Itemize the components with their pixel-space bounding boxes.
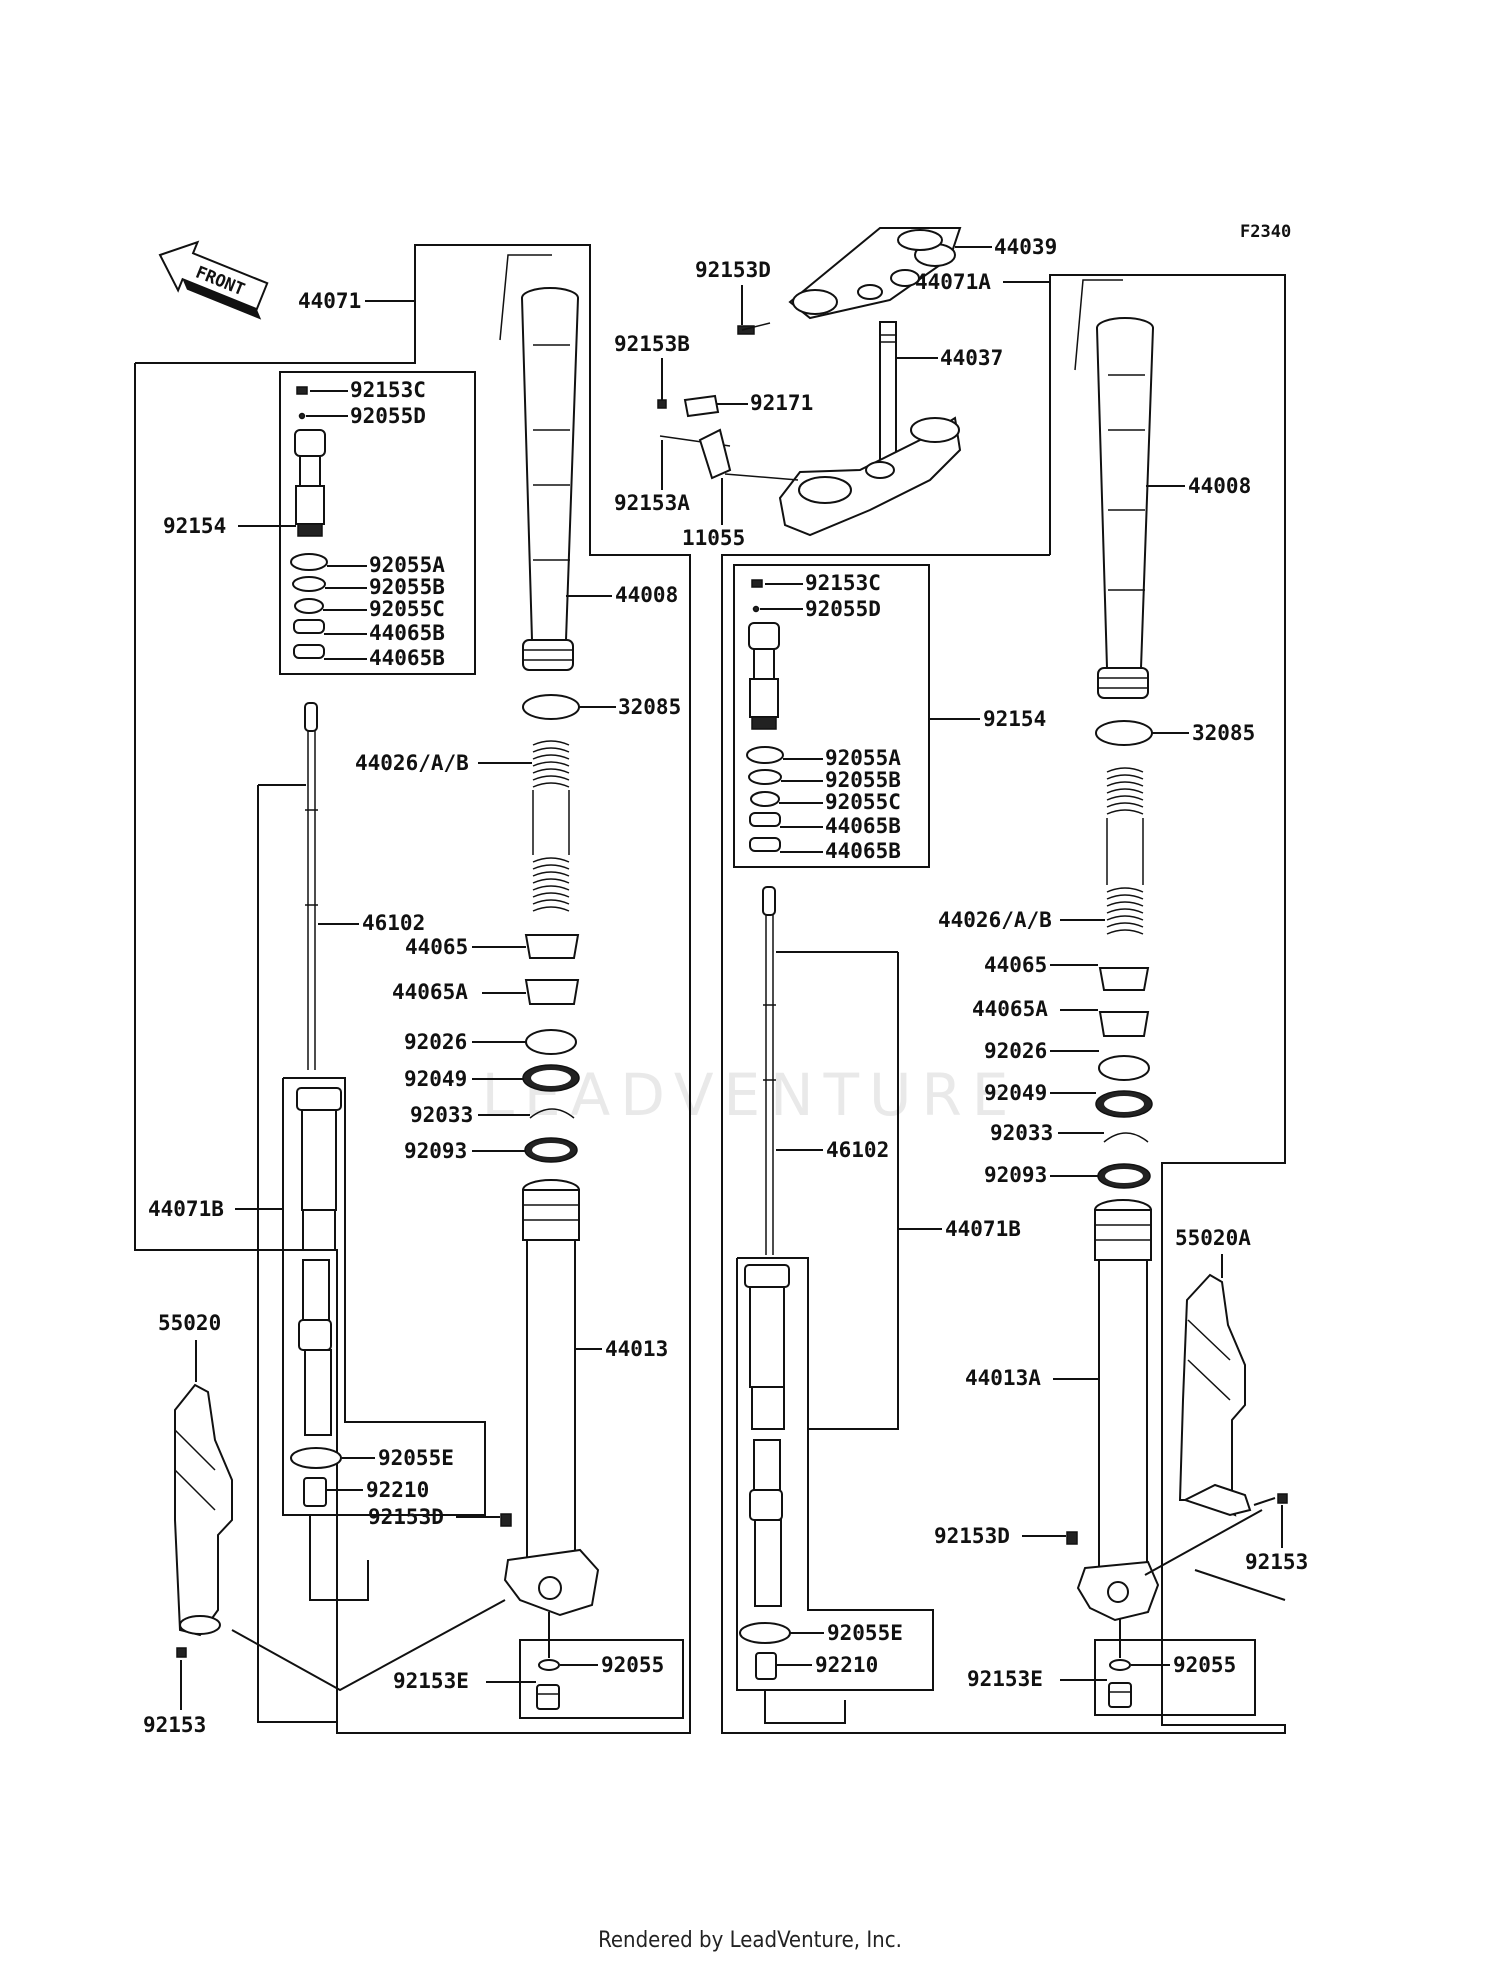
left-damper-kit-box: [279, 371, 476, 675]
label-r44065: 44065: [984, 953, 1047, 977]
label-l92055E: 92055E: [378, 1446, 454, 1470]
figure-code: F2340: [1240, 222, 1291, 242]
right-fork-spring: [1106, 767, 1144, 935]
left-small-parts: [522, 934, 580, 1163]
left-fork-spring: [532, 740, 570, 912]
label-92153D-top: 92153D: [695, 258, 771, 282]
label-l92055B: 92055B: [369, 575, 445, 599]
label-44071: 44071: [298, 289, 361, 313]
label-l92033: 92033: [410, 1103, 473, 1127]
label-l92154: 92154: [163, 514, 226, 538]
label-r32085: 32085: [1192, 721, 1255, 745]
label-r92153E: 92153E: [967, 1667, 1043, 1691]
left-axle-parts-box: [519, 1639, 684, 1719]
label-l44065B-2: 44065B: [369, 646, 445, 670]
left-damper-kit-parts: [290, 386, 328, 659]
label-r92153C: 92153C: [805, 571, 881, 595]
label-r92049: 92049: [984, 1081, 1047, 1105]
label-r92055: 92055: [1173, 1653, 1236, 1677]
label-l55020: 55020: [158, 1311, 221, 1335]
label-44071A: 44071A: [915, 270, 991, 294]
label-92171: 92171: [750, 391, 813, 415]
right-cartridge-parts: [739, 1264, 791, 1680]
label-l44071B: 44071B: [148, 1197, 224, 1221]
label-92153B: 92153B: [614, 332, 690, 356]
left-inner-tube: [500, 1179, 600, 1617]
label-l92153E: 92153E: [393, 1669, 469, 1693]
right-small-parts: [1095, 967, 1153, 1189]
label-l92153D: 92153D: [368, 1505, 444, 1529]
label-r44008: 44008: [1188, 474, 1251, 498]
front-arrow-icon: FRONT: [158, 240, 269, 320]
right-damper-kit-box: [733, 564, 930, 868]
label-r44071B: 44071B: [945, 1217, 1021, 1241]
label-r92055C: 92055C: [825, 790, 901, 814]
label-r92154: 92154: [983, 707, 1046, 731]
label-r92093: 92093: [984, 1163, 1047, 1187]
left-cartridge-box: [282, 1077, 486, 1516]
left-fork-guard: [174, 1383, 233, 1658]
label-r44026: 44026/A/B: [938, 908, 1052, 932]
label-l92093: 92093: [404, 1139, 467, 1163]
label-r44065B-1: 44065B: [825, 814, 901, 838]
label-l44065B-1: 44065B: [369, 621, 445, 645]
label-l44008: 44008: [615, 583, 678, 607]
right-inner-tube: [1066, 1199, 1160, 1622]
label-r92055E: 92055E: [827, 1621, 903, 1645]
label-r44065A: 44065A: [972, 997, 1048, 1021]
label-r92055A: 92055A: [825, 746, 901, 770]
label-l92055C: 92055C: [369, 597, 445, 621]
label-r46102: 46102: [826, 1138, 889, 1162]
label-11055: 11055: [682, 526, 745, 550]
left-assembly-outline: [135, 244, 691, 1734]
left-cartridge-parts: [290, 1087, 342, 1507]
label-r44013A: 44013A: [965, 1366, 1041, 1390]
right-outer-tube: [1074, 279, 1154, 699]
label-r92055B: 92055B: [825, 768, 901, 792]
right-damper-kit-parts: [746, 579, 784, 852]
label-l92153C: 92153C: [350, 378, 426, 402]
footer-credit: Rendered by LeadVenture, Inc.: [598, 1928, 902, 1953]
left-axle-parts: [536, 1659, 560, 1710]
label-l44065A: 44065A: [392, 980, 468, 1004]
label-l32085: 32085: [618, 695, 681, 719]
label-44037: 44037: [940, 346, 1003, 370]
right-fork-guard: [1178, 1273, 1288, 1517]
right-damper-rod: [762, 886, 776, 1255]
right-cartridge-box: [736, 1257, 934, 1691]
label-r92026: 92026: [984, 1039, 1047, 1063]
right-assembly-outline: [721, 274, 1286, 1734]
label-l44065: 44065: [405, 935, 468, 959]
steering-stem-area: [657, 227, 962, 537]
left-outer-tube: [499, 254, 579, 671]
right-o-ring-32085: [1095, 720, 1153, 746]
label-l92055: 92055: [601, 1653, 664, 1677]
right-axle-parts-box: [1094, 1639, 1256, 1716]
label-l92055A: 92055A: [369, 553, 445, 577]
label-r55020A: 55020A: [1175, 1226, 1251, 1250]
label-l92026: 92026: [404, 1030, 467, 1054]
label-44039: 44039: [994, 235, 1057, 259]
label-r92153D: 92153D: [934, 1524, 1010, 1548]
label-l46102: 46102: [362, 911, 425, 935]
left-o-ring-32085: [522, 694, 580, 720]
label-l92055D: 92055D: [350, 404, 426, 428]
label-92153A: 92153A: [614, 491, 690, 515]
label-r92055D: 92055D: [805, 597, 881, 621]
label-l92049: 92049: [404, 1067, 467, 1091]
left-damper-rod: [304, 702, 318, 1070]
label-r92033: 92033: [990, 1121, 1053, 1145]
label-r92153: 92153: [1245, 1550, 1308, 1574]
label-l92210: 92210: [366, 1478, 429, 1502]
label-l92153: 92153: [143, 1713, 206, 1737]
label-l44013: 44013: [605, 1337, 668, 1361]
label-l44026: 44026/A/B: [355, 751, 469, 775]
right-axle-parts: [1108, 1659, 1132, 1708]
label-r92210: 92210: [815, 1653, 878, 1677]
left-outline-lower: [134, 363, 338, 1630]
label-r44065B-2: 44065B: [825, 839, 901, 863]
